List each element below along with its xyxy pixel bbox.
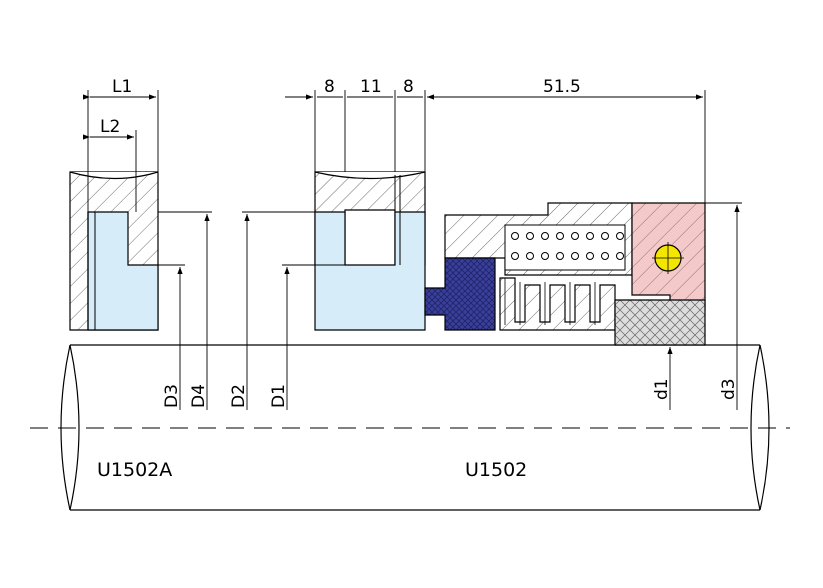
dim-d2-upper: D2	[229, 384, 249, 408]
seal-head	[424, 202, 706, 346]
dim-11: 11	[360, 77, 382, 97]
dim-8-left: 8	[324, 77, 335, 97]
dim-d3-upper: D3	[162, 384, 182, 408]
shaft	[30, 344, 790, 511]
dim-l1: L1	[112, 77, 132, 97]
dim-l2: L2	[100, 117, 120, 137]
label-u1502a: U1502A	[97, 459, 172, 481]
dim-51-5: 51.5	[543, 77, 581, 97]
dim-8-right: 8	[403, 77, 414, 97]
elastomer-ring	[424, 257, 496, 331]
spring-coils-icon	[511, 232, 624, 260]
dim-d3-lower: d3	[719, 378, 739, 400]
middle-seat	[314, 211, 426, 331]
dim-d4-upper: D4	[189, 384, 209, 408]
dim-d1-lower: d1	[652, 378, 672, 400]
dim-d1-upper: D1	[269, 384, 289, 408]
dimension-lines	[82, 90, 742, 410]
left-housing	[69, 171, 159, 331]
label-u1502: U1502	[465, 459, 527, 481]
stationary-ring	[614, 299, 706, 346]
middle-housing	[314, 171, 426, 331]
bellows	[499, 277, 616, 331]
